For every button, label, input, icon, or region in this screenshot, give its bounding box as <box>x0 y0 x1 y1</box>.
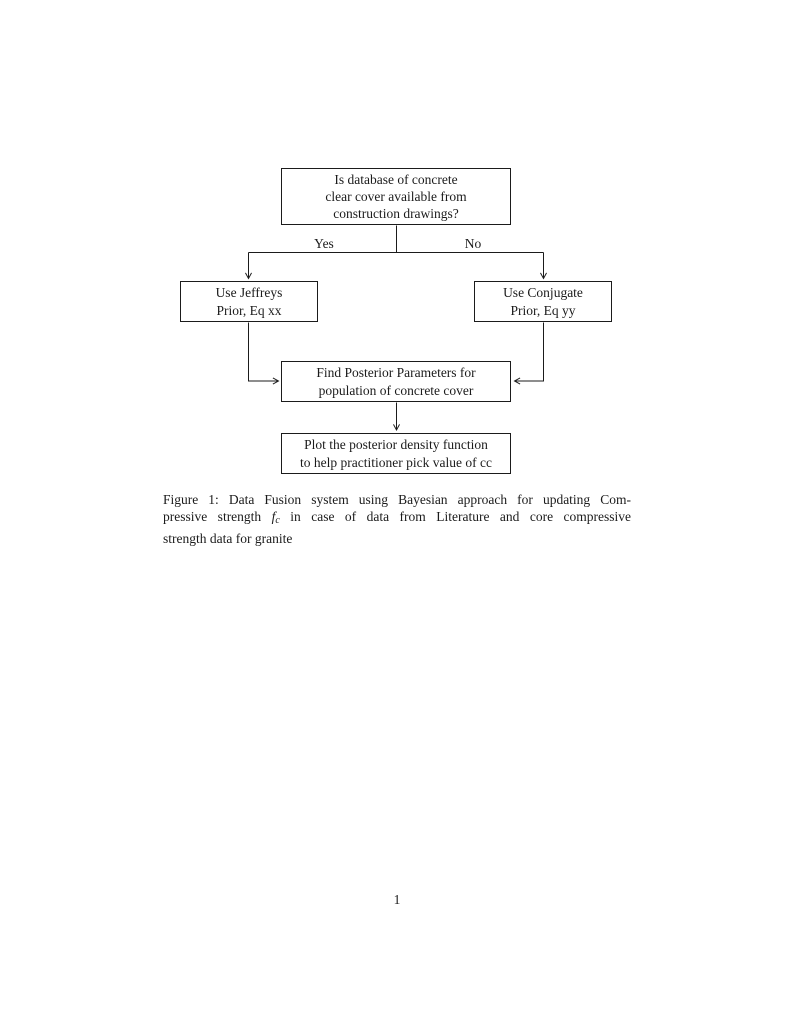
math-fc-base: f <box>271 509 276 525</box>
page-number: 1 <box>393 892 401 907</box>
flowchart-figure: Is database of concrete clear cover avai… <box>0 0 794 490</box>
jeffreys-prior-box: Use Jeffreys Prior, Eq xx <box>180 281 318 322</box>
decision-box-line: construction drawings? <box>333 206 459 222</box>
plot-density-box: Plot the posterior density function to h… <box>281 433 511 474</box>
plot-density-line: Plot the posterior density function <box>304 437 488 453</box>
caption-line-2-pre: pressive strength <box>163 509 272 525</box>
conjugate-prior-line: Prior, Eq yy <box>510 302 576 318</box>
no-branch-label: No <box>464 236 482 251</box>
posterior-parameters-line: population of concrete cover <box>318 382 474 398</box>
caption-line-3: strength data for granite <box>163 530 293 546</box>
flowchart-connectors <box>245 225 547 432</box>
jeffreys-prior-line: Prior, Eq xx <box>216 302 282 318</box>
plot-density-line: to help practitioner pick value of cc <box>300 454 492 470</box>
connector-jeffreys-to-posterior <box>248 322 280 385</box>
conjugate-prior-line: Use Conjugate <box>503 285 583 301</box>
posterior-parameters-box: Find Posterior Parameters for population… <box>281 361 511 402</box>
math-fc-subscript: c <box>275 515 280 527</box>
decision-box-database-available: Is database of concrete clear cover avai… <box>281 168 511 225</box>
decision-box-line: Is database of concrete <box>334 171 458 187</box>
figure-caption: Figure 1: Data Fusion system using Bayes… <box>163 491 631 547</box>
caption-line-2-post: in case of data from Literature and core… <box>279 509 632 525</box>
jeffreys-prior-line: Use Jeffreys <box>215 285 283 301</box>
decision-box-line: clear cover available from <box>325 188 467 204</box>
posterior-parameters-line: Find Posterior Parameters for <box>316 365 476 381</box>
caption-line-1: Figure 1: Data Fusion system using Bayes… <box>163 492 631 507</box>
yes-branch-label: Yes <box>314 236 334 251</box>
conjugate-prior-box: Use Conjugate Prior, Eq yy <box>474 281 612 322</box>
connector-conjugate-to-posterior <box>513 322 544 385</box>
caption-line-2: pressive strength fc in case of data fro… <box>163 508 631 529</box>
